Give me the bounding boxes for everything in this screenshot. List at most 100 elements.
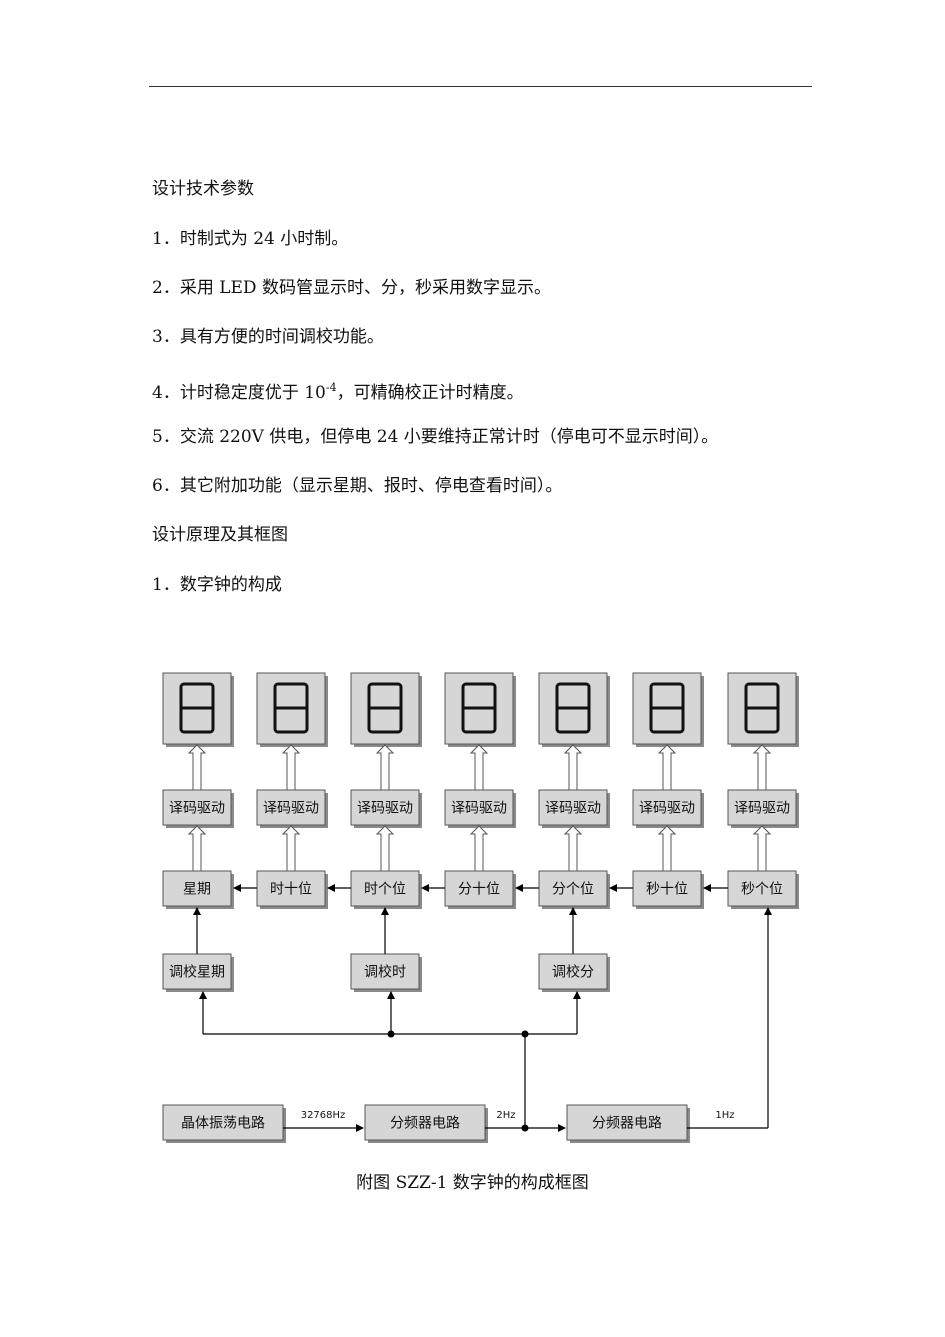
item-text: 其它附加功能（显示星期、报时、停电查看时间）。 [179, 476, 563, 496]
decoder-driver-box: 译码驱动 [538, 789, 610, 828]
box-label: 分频器电路 [390, 1116, 460, 1132]
oscillator-box: 晶体振荡电路 [162, 1104, 286, 1143]
item-text: 采用 LED 数码管显示时、分，秒采用数字显示。 [179, 278, 551, 298]
counter-box: 时十位 [256, 870, 328, 909]
box-label: 晶体振荡电路 [181, 1116, 265, 1132]
box-label: 星期 [183, 882, 211, 898]
box-frame [162, 953, 232, 990]
box-frame [538, 953, 608, 990]
hollow-arrow-up-icon [657, 744, 677, 790]
counter-box: 时个位 [350, 870, 422, 909]
heading-principle: 设计原理及其框图 [152, 525, 288, 545]
item-text: 具有方便的时间调校功能。 [179, 327, 384, 347]
seven-segment-display-icon [538, 672, 610, 747]
hollow-arrow-up-icon [469, 825, 489, 871]
box-frame [566, 1104, 688, 1141]
counter-box: 星期 [162, 870, 234, 909]
divider-box: 分频器电路 [364, 1104, 488, 1143]
decoder-driver-box: 译码驱动 [350, 789, 422, 828]
hollow-arrow-up-icon [752, 825, 772, 871]
item-text-after: ，可精确校正计时精度。 [336, 383, 524, 403]
counter-box: 秒十位 [632, 870, 704, 909]
box-label: 译码驱动 [451, 801, 507, 817]
item-number: 4． [152, 383, 180, 403]
item-number: 1． [152, 575, 180, 595]
hollow-arrow-up-icon [281, 825, 301, 871]
item-1: 1．时制式为 24 小时制。 [152, 228, 348, 250]
item-2: 2．采用 LED 数码管显示时、分，秒采用数字显示。 [152, 277, 551, 299]
heading-design-params: 设计技术参数 [152, 179, 254, 199]
hollow-arrow-up-icon [563, 744, 583, 790]
box-label: 调校时 [364, 964, 406, 981]
item-text: 时制式为 24 小时制。 [179, 229, 349, 249]
seven-segment-display-icon [162, 672, 234, 747]
decoder-driver-box: 译码驱动 [444, 789, 516, 828]
hollow-arrow-up-icon [187, 825, 207, 871]
decoder-driver-box: 译码驱动 [256, 789, 328, 828]
freq-label-2hz: 2Hz [496, 1110, 515, 1121]
item-number: 2． [152, 278, 180, 298]
hollow-arrow-up-icon [187, 744, 207, 790]
box-label: 译码驱动 [734, 801, 790, 817]
box-frame [632, 870, 702, 907]
item-number: 6． [152, 476, 180, 496]
divider-box: 分频器电路 [566, 1104, 690, 1143]
box-label: 译码驱动 [169, 801, 225, 817]
box-frame [538, 789, 608, 826]
box-frame [162, 870, 232, 907]
box-frame [444, 870, 514, 907]
seven-segment-display-icon [350, 672, 422, 747]
decoder-driver-box: 译码驱动 [727, 789, 799, 828]
counter-box: 分个位 [538, 870, 610, 909]
hollow-arrow-up-icon [281, 744, 301, 790]
box-frame [364, 1104, 486, 1141]
decoder-driver-box: 译码驱动 [162, 789, 234, 828]
adjust-box: 调校时 [350, 953, 422, 992]
seven-segment-display-icon [256, 672, 328, 747]
junction-dot [387, 1030, 395, 1038]
item-number: 3． [152, 327, 180, 347]
box-label: 时十位 [270, 882, 312, 898]
item-text: 交流 220V 供电，但停电 24 小要维持正常计时（停电可不显示时间）。 [179, 427, 719, 447]
decoder-driver-box: 译码驱动 [632, 789, 704, 828]
seven-segment-display-icon [727, 672, 799, 747]
box-label: 译码驱动 [357, 801, 413, 817]
seven-segment-display-icon [444, 672, 516, 747]
box-label: 译码驱动 [639, 801, 695, 817]
box-frame [727, 870, 797, 907]
item-5: 5．交流 220V 供电，但停电 24 小要维持正常计时（停电可不显示时间）。 [152, 426, 718, 448]
hollow-arrow-up-icon [657, 825, 677, 871]
box-frame [162, 1104, 284, 1141]
item-6: 6．其它附加功能（显示星期、报时、停电查看时间）。 [152, 475, 562, 497]
item-text-before: 计时稳定度优于 10 [179, 383, 326, 403]
exponent: -4 [325, 381, 337, 394]
counter-box: 秒个位 [727, 870, 799, 909]
box-frame [632, 789, 702, 826]
box-label: 分频器电路 [592, 1116, 662, 1132]
junction-dot [521, 1124, 529, 1132]
box-frame [350, 870, 420, 907]
freq-label-1hz: 1Hz [715, 1110, 734, 1121]
counter-box: 分十位 [444, 870, 516, 909]
box-label: 秒个位 [741, 882, 783, 898]
item-4: 4．计时稳定度优于 10-4，可精确校正计时精度。 [152, 377, 524, 404]
box-label: 秒十位 [646, 882, 688, 898]
box-label: 译码驱动 [545, 801, 601, 817]
box-label: 分十位 [458, 882, 500, 898]
hollow-arrow-up-icon [375, 825, 395, 871]
hollow-arrow-up-icon [752, 744, 772, 790]
box-frame [727, 789, 797, 826]
adjust-box: 调校分 [538, 953, 610, 992]
item-number: 1． [152, 229, 180, 249]
box-frame [256, 789, 326, 826]
hollow-arrow-up-icon [375, 744, 395, 790]
figure-caption: 附图 SZZ-1 数字钟的构成框图 [356, 1173, 589, 1193]
box-label: 调校分 [552, 964, 594, 981]
box-frame [350, 789, 420, 826]
freq-label-32768: 32768Hz [301, 1110, 346, 1121]
hollow-arrow-up-icon [469, 744, 489, 790]
item-3: 3．具有方便的时间调校功能。 [152, 326, 384, 348]
box-label: 时个位 [364, 882, 406, 898]
item-number: 5． [152, 427, 180, 447]
